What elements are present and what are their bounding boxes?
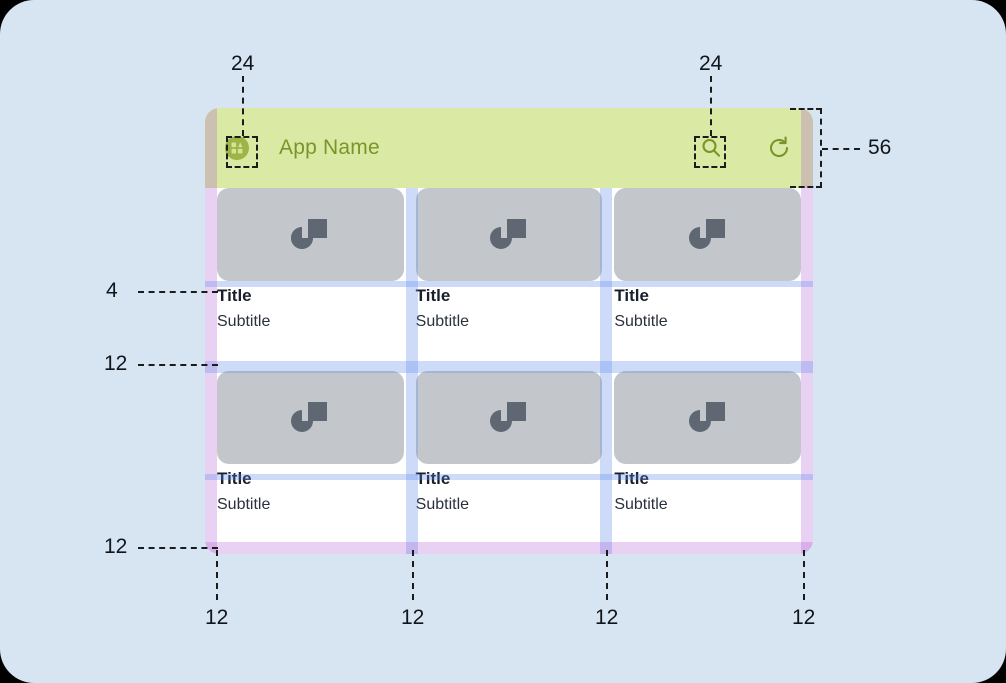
right-padding-leader <box>803 550 805 600</box>
menu-button[interactable] <box>225 136 249 160</box>
card-title: Title <box>614 286 649 305</box>
card-thumbnail <box>415 371 603 464</box>
image-placeholder-icon <box>291 401 328 432</box>
card-grid: Title Subtitle Title Subtitle <box>205 188 813 554</box>
image-placeholder-icon <box>688 401 725 432</box>
title-gap-leader <box>138 291 218 293</box>
menu-icon-leader <box>242 76 244 136</box>
search-button[interactable] <box>699 136 723 160</box>
right-padding-label: 12 <box>792 606 816 629</box>
grid-menu-icon <box>225 136 249 160</box>
card-subtitle: Subtitle <box>217 312 271 330</box>
image-placeholder-icon <box>489 401 526 432</box>
card[interactable]: Title Subtitle <box>217 371 404 542</box>
row-gap-leader <box>138 364 218 366</box>
card-subtitle: Subtitle <box>614 495 668 513</box>
title-gap-label: 4 <box>106 279 118 302</box>
column-gap-1-leader <box>412 550 414 600</box>
row-gap-label: 12 <box>104 352 128 375</box>
bottom-padding-leader <box>138 547 218 549</box>
app-title: App Name <box>279 136 380 159</box>
search-icon-measure-box <box>694 136 726 168</box>
card[interactable]: Title Subtitle <box>415 188 603 359</box>
card-thumbnail <box>614 371 801 464</box>
card-thumbnail <box>415 188 603 281</box>
card-meta: Title Subtitle <box>416 281 603 359</box>
card-thumbnail <box>217 371 404 464</box>
card-meta: Title Subtitle <box>614 281 801 359</box>
card-title: Title <box>415 286 451 305</box>
search-icon-leader <box>710 76 712 136</box>
card-title: Title <box>614 469 649 488</box>
card-subtitle: Subtitle <box>415 495 470 513</box>
card[interactable]: Title Subtitle <box>217 188 404 359</box>
card-meta: Title Subtitle <box>217 281 404 359</box>
refresh-button[interactable] <box>767 136 791 160</box>
column-gap-1-label: 12 <box>401 606 425 629</box>
card-subtitle: Subtitle <box>415 312 470 330</box>
left-padding-label: 12 <box>205 606 229 629</box>
menu-icon-measure-box <box>226 136 258 168</box>
card-meta: Title Subtitle <box>416 464 603 542</box>
card[interactable]: Title Subtitle <box>415 371 603 542</box>
card[interactable]: Title Subtitle <box>614 188 801 359</box>
card-title: Title <box>217 469 252 488</box>
card-thumbnail <box>217 188 404 281</box>
bottom-padding-label: 12 <box>104 535 128 558</box>
menu-icon-size-label: 24 <box>231 52 255 75</box>
image-placeholder-icon <box>688 218 725 249</box>
appbar-height-label: 56 <box>868 136 892 159</box>
left-padding-leader <box>216 550 218 600</box>
card-title: Title <box>217 286 252 305</box>
search-icon <box>702 138 721 157</box>
column-gap-2-leader <box>606 550 608 600</box>
search-icon-size-label: 24 <box>699 52 723 75</box>
appbar-height-leader <box>822 148 860 150</box>
card-meta: Title Subtitle <box>614 464 801 542</box>
card-meta: Title Subtitle <box>217 464 404 542</box>
image-placeholder-icon <box>291 218 328 249</box>
card-thumbnail <box>614 188 801 281</box>
card-title: Title <box>415 469 451 488</box>
card-subtitle: Subtitle <box>614 312 668 330</box>
refresh-icon <box>769 136 789 157</box>
appbar-height-bracket <box>790 108 822 188</box>
image-placeholder-icon <box>489 218 526 249</box>
card-subtitle: Subtitle <box>217 495 271 513</box>
column-gap-2-label: 12 <box>595 606 619 629</box>
card[interactable]: Title Subtitle <box>614 371 801 542</box>
